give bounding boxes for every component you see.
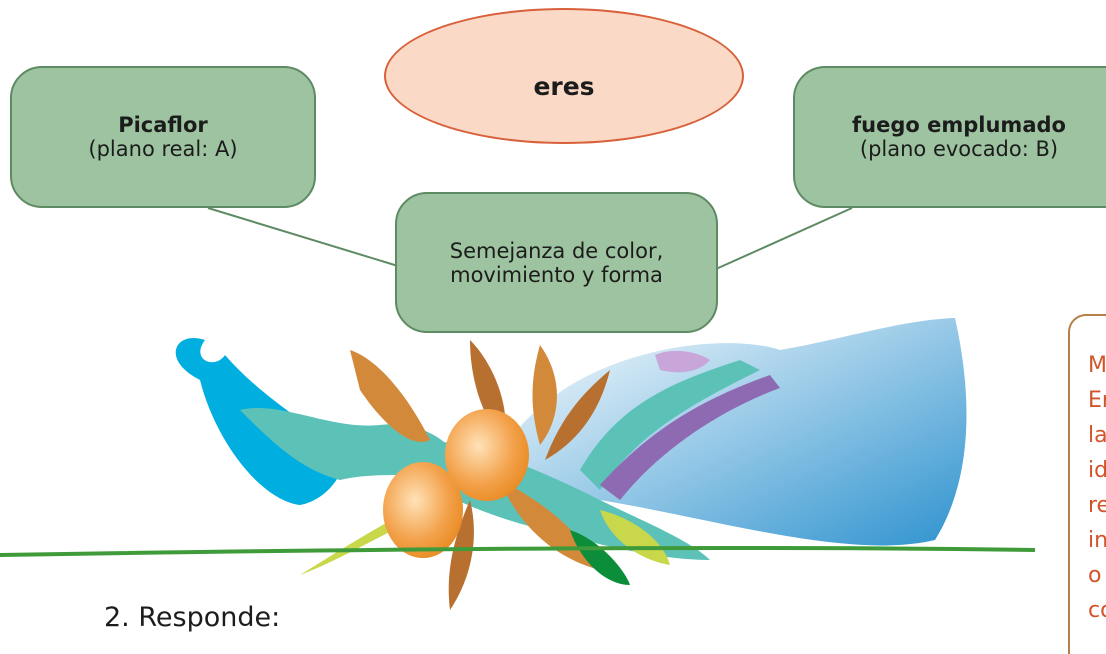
node-b-subtitle: (plano evocado: B): [859, 137, 1059, 161]
side-panel-line: Er: [1088, 388, 1106, 413]
connector-a: [207, 207, 399, 267]
node-semejanza: Semejanza de color, movimiento y forma: [395, 192, 718, 333]
floral-ornament: [175, 318, 967, 610]
side-panel-line: la: [1088, 423, 1106, 448]
center-node-label: eres: [533, 72, 595, 101]
node-a-subtitle: (plano real: A): [88, 137, 238, 161]
node-fuego-emplumado: fuego emplumado (plano evocado: B): [793, 66, 1106, 208]
center-node-eres: eres: [384, 8, 744, 144]
side-panel-line: M: [1088, 353, 1106, 378]
decorative-layer: [0, 207, 1036, 610]
footer-instruction: 2. Responde:: [104, 602, 281, 633]
node-c-line2: movimiento y forma: [450, 262, 663, 287]
node-picaflor: Picaflor (plano real: A): [10, 66, 316, 208]
side-panel-line: re: [1088, 493, 1106, 518]
connector-b: [715, 207, 853, 270]
side-panel-line: id: [1088, 458, 1106, 483]
side-panel-line: o: [1088, 563, 1102, 588]
side-panel: M Er la id re in o co: [1068, 314, 1106, 654]
side-panel-line: in: [1088, 528, 1106, 553]
divider-line: [0, 545, 1036, 557]
side-panel-line: co: [1088, 598, 1106, 623]
node-c-line1: Semejanza de color,: [449, 238, 664, 263]
node-b-title: fuego emplumado: [852, 113, 1066, 137]
node-a-title: Picaflor: [118, 113, 208, 137]
